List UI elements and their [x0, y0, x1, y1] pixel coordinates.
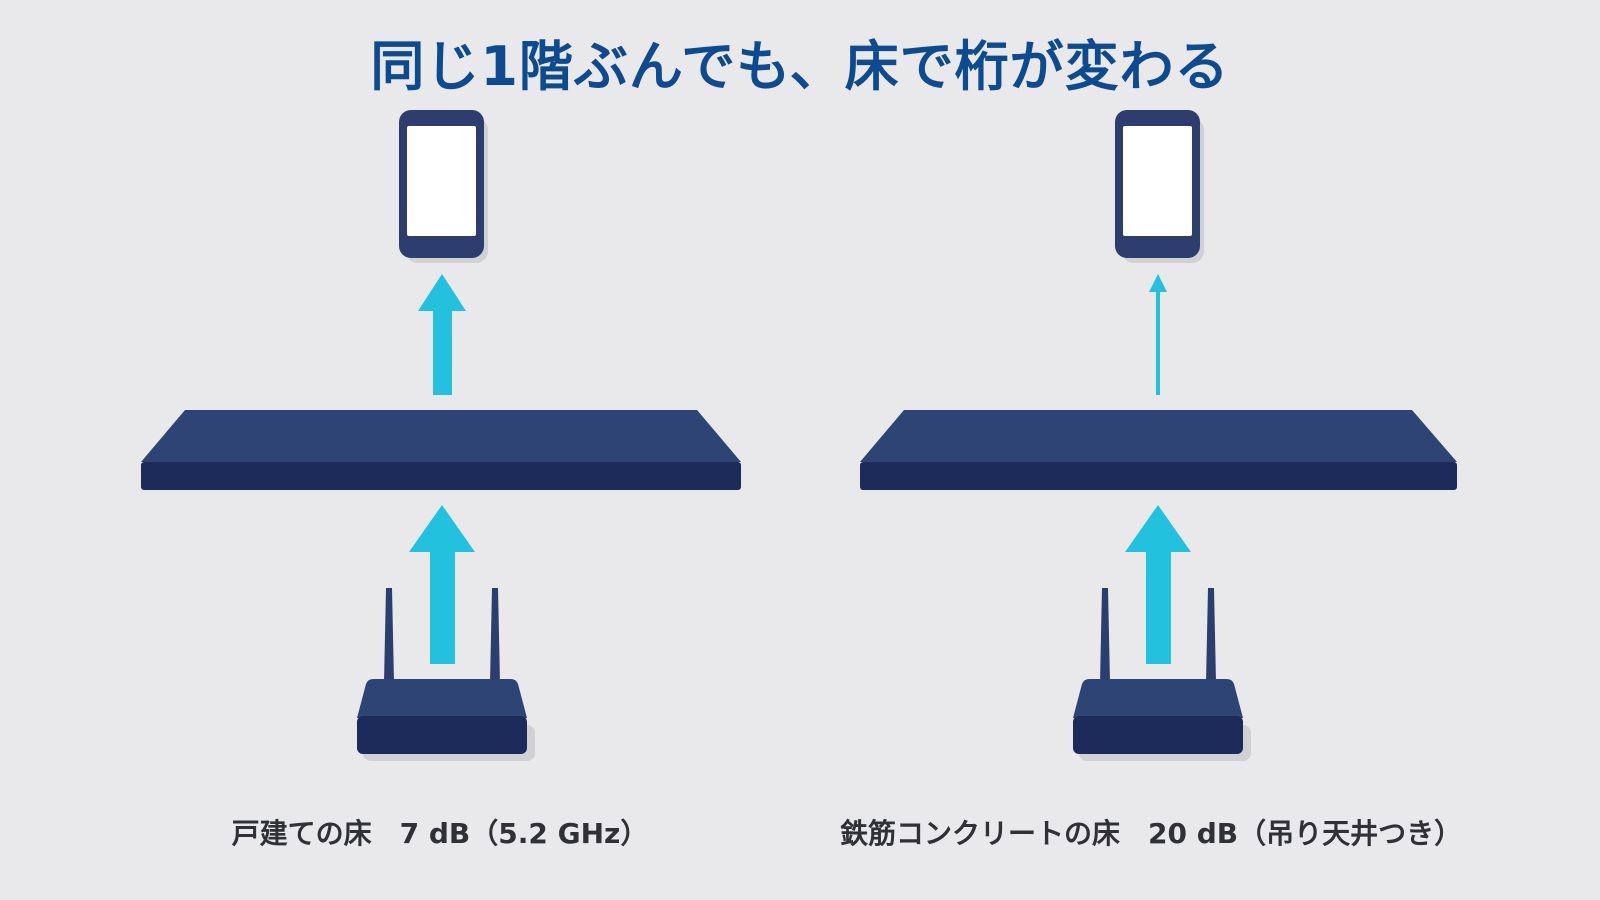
signal-arrow-upper-thin: [1149, 274, 1167, 395]
panel-left: [141, 110, 741, 761]
smartphone-icon: [399, 110, 488, 263]
smartphone-icon: [1115, 110, 1204, 263]
panel-right: [860, 110, 1457, 761]
wifi-router-icon: [1073, 588, 1251, 761]
floor-slab: [141, 410, 741, 490]
floor-slab: [860, 410, 1457, 490]
signal-arrow-upper: [418, 274, 466, 395]
caption-concrete-floor: 鉄筋コンクリートの床 20 dB（吊り天井つき）: [840, 817, 1463, 850]
page-title: 同じ1階ぶんでも、床で桁が変わる: [370, 35, 1230, 98]
wifi-router-icon: [357, 588, 535, 761]
caption-wooden-house-floor: 戸建ての床 7 dB（5.2 GHz）: [231, 817, 649, 850]
signal-arrow-lower: [409, 505, 475, 664]
signal-arrow-lower: [1125, 505, 1191, 664]
